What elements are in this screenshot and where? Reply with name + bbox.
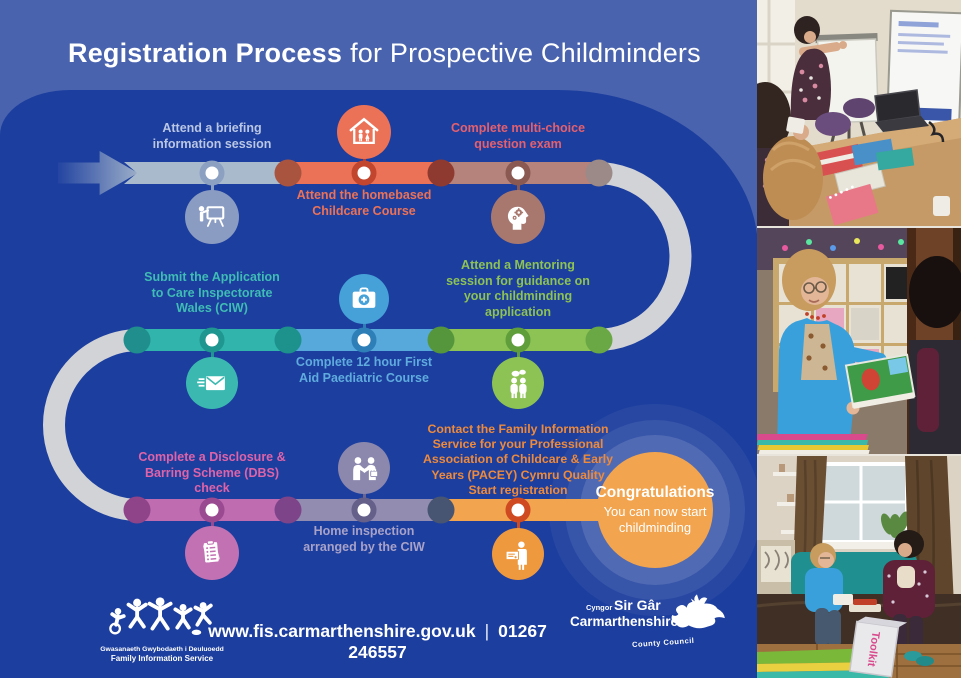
step-label-briefing: Attend a briefing information session [152,121,272,151]
station-dot [505,497,531,523]
toolkit-box-label: Toolkit [865,631,882,668]
junction-dot [585,326,613,354]
junction-dot [274,159,302,187]
mentoring-icon [492,357,544,409]
step-label-first-aid: Complete 12 hour First Aid Paediatric Co… [295,355,433,385]
photo-nursery-book [757,228,961,454]
step-label-mentoring: Attend a Mentoring session for guidance … [446,258,590,319]
envelope-icon [186,357,238,409]
fis-logo-welsh-text: Gwasanaeth Gwybodaeth i Deuluoedd [100,646,224,653]
fis-people-icon [109,597,213,636]
dragon-icon [671,594,725,629]
page-title-bold: Registration Process [68,38,343,68]
step-label-homebased: Attend the homebased Childcare Course [296,188,432,218]
stem [362,489,366,501]
station-dot [351,497,377,523]
presentation-icon [185,190,239,244]
junction-dot [427,496,455,524]
phone-text: 01267 246557 [348,621,547,662]
junction-dot [123,496,151,524]
house-children-icon [337,105,391,159]
clipboard-icon [185,526,239,580]
station-dot [351,327,377,353]
certificate-icon [492,528,544,580]
head-gears-icon [491,190,545,244]
separator-text: | [484,621,490,641]
first-aid-kit-icon [339,274,389,324]
council-logo-carmarthenshire: Carmarthenshire [570,614,679,629]
family-information-service-logo: Gwasanaeth Gwybodaeth i Deuluoedd Family… [72,596,252,663]
congratulations-subtitle: You can now start childminding [603,503,707,535]
junction-dot [427,159,455,187]
station-dot [505,327,531,353]
carmarthenshire-council-logo: Cyngor Sir Gâr Carmarthenshire County Co… [570,594,735,662]
contact-line: www.fis.carmarthenshire.gov.uk |01267 246… [190,621,565,663]
step-label-pacey: Contact the Family Information Service f… [423,422,613,497]
junction-dot [585,159,613,187]
step-label-home-inspection: Home inspection arranged by the CIW [303,524,425,554]
step-label-dbs: Complete a Disclosure & Barring Scheme (… [138,450,286,495]
page-title-regular: for Prospective Childminders [350,38,701,68]
station-dot [199,497,225,523]
congratulations-badge: Congratulations You can now start childm… [595,452,715,568]
station-dot [351,160,377,186]
station-dot [199,327,225,353]
junction-dot [427,326,455,354]
junction-dot [274,496,302,524]
fis-logo-english-text: Family Information Service [110,654,214,663]
stem [362,152,366,166]
junction-dot [274,326,302,354]
photo-strip: Toolkit [757,0,961,678]
handshake-icon [338,442,390,494]
photo-home-visit: Toolkit [757,456,961,678]
step-label-submit-ciw: Submit the Application to Care Inspector… [144,270,280,315]
stem [362,320,366,332]
council-logo-county-council: County Council [631,635,695,650]
council-logo-sir-gar: Sir Gâr [614,597,661,613]
council-logo-cyngor: Cyngor [586,603,613,612]
congratulations-title: Congratulations [595,483,715,501]
website-text: www.fis.carmarthenshire.gov.uk [208,621,476,641]
junction-dot [123,326,151,354]
step-label-exam: Complete multi-choice question exam [450,121,586,151]
station-dot [505,160,531,186]
photo-training-session [757,0,961,226]
station-dot [199,160,225,186]
